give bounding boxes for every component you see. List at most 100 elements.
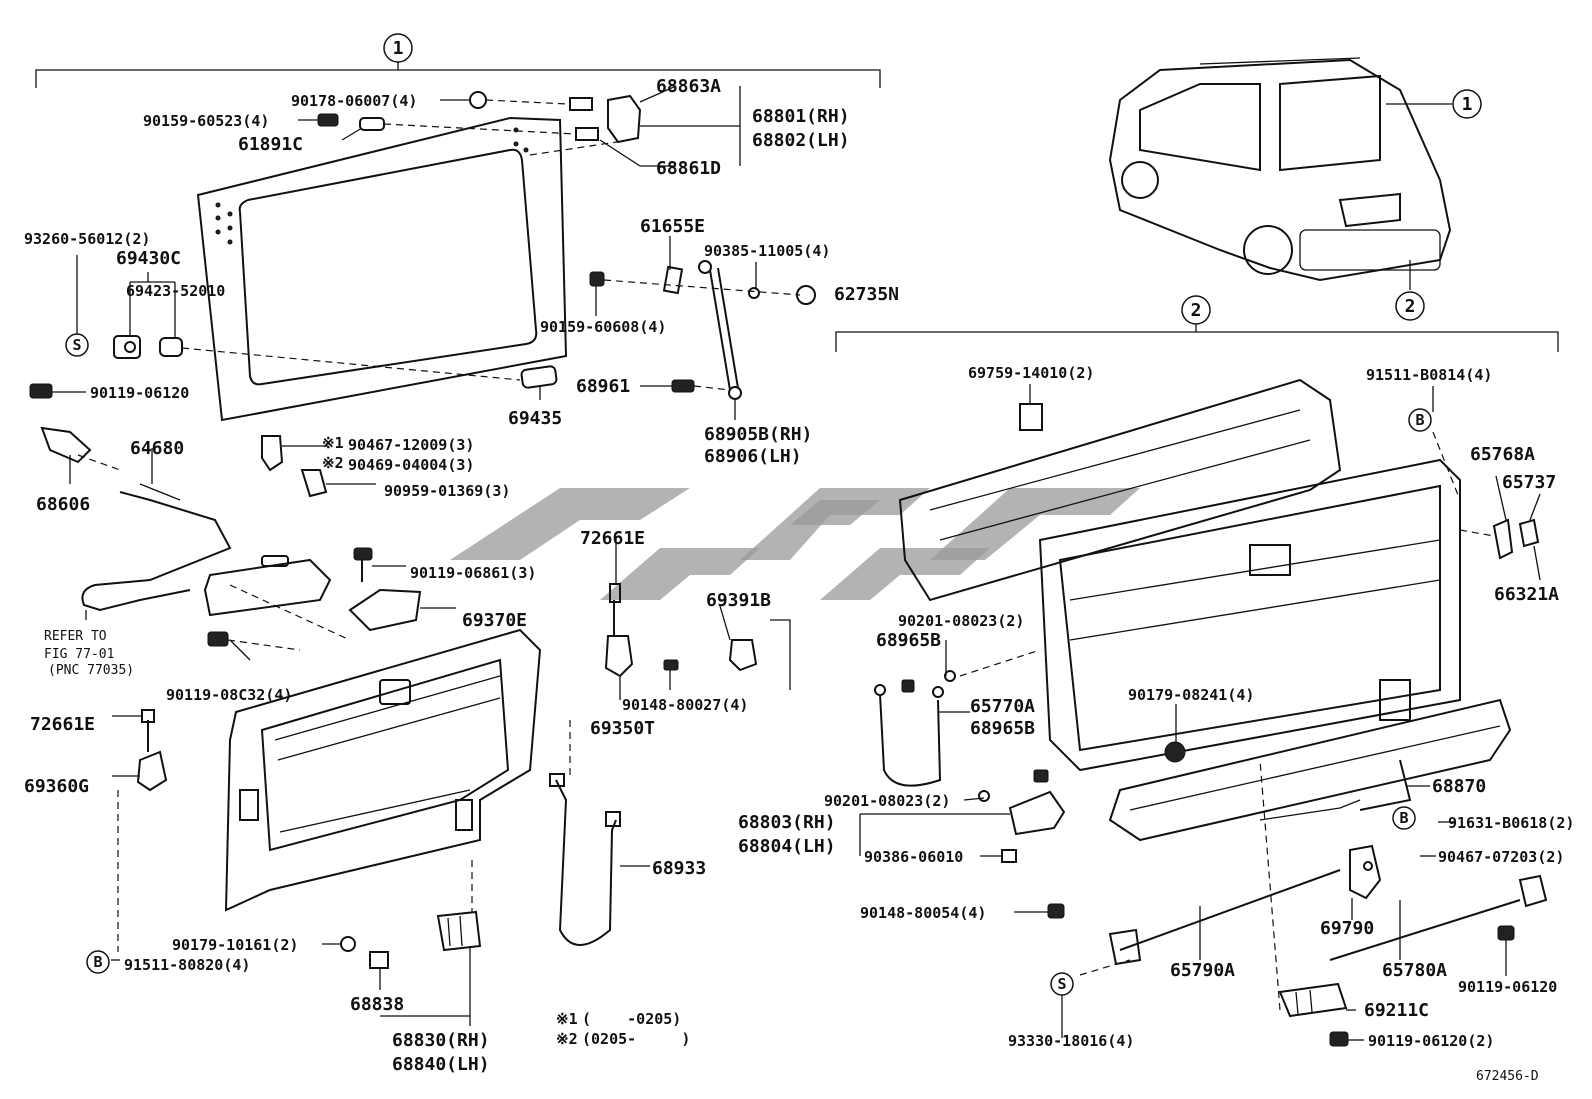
label-90148-80054: 90148-80054(4) bbox=[860, 904, 986, 922]
label-68838: 68838 bbox=[350, 994, 404, 1015]
label-90119-06120b: 90119-06120 bbox=[1458, 978, 1557, 996]
label-69391b: 69391B bbox=[706, 590, 771, 611]
label-90159b: 90159-60608(4) bbox=[540, 318, 666, 336]
label-90179-08241: 90179-08241(4) bbox=[1128, 686, 1254, 704]
bolt-90119-08c32 bbox=[207, 631, 301, 651]
label-90201-a: 90201-08023(2) bbox=[898, 612, 1024, 630]
callout-2-car: 2 bbox=[1395, 291, 1425, 321]
label-69350t: 69350T bbox=[590, 718, 655, 739]
label-61891c: 61891C bbox=[238, 134, 303, 155]
svg-text:S: S bbox=[1057, 975, 1066, 993]
callout-1-car: 1 bbox=[1452, 89, 1482, 119]
label-68933: 68933 bbox=[652, 858, 706, 879]
label-refer-2: FIG 77-01 bbox=[44, 647, 114, 662]
label-90467: 90467-12009(3) bbox=[348, 436, 474, 454]
svg-text:1: 1 bbox=[1462, 94, 1473, 115]
cable-64680 bbox=[81, 483, 332, 617]
hinge-68801 bbox=[569, 94, 642, 144]
rod-65780a bbox=[1329, 874, 1548, 961]
label-68905b: 68905B(RH) bbox=[704, 424, 812, 445]
vehicle-illustration bbox=[1108, 57, 1452, 282]
tailgate-panel bbox=[898, 378, 1512, 842]
label-69430c: 69430C bbox=[116, 248, 181, 269]
label-93330: 93330-18016(4) bbox=[1008, 1032, 1134, 1050]
lock-69350t bbox=[604, 583, 679, 678]
label-68606: 68606 bbox=[36, 494, 90, 515]
bolt-90159a bbox=[317, 113, 577, 135]
label-90119-08c32: 90119-08C32(4) bbox=[166, 686, 292, 704]
label-68863a: 68863A bbox=[656, 76, 721, 97]
callout-2-mid: 2 bbox=[1181, 295, 1211, 325]
label-90201-b: 90201-08023(2) bbox=[824, 792, 950, 810]
watermark-logo bbox=[450, 488, 1140, 600]
label-mark2-top: ※2 bbox=[322, 454, 344, 472]
label-90159a: 90159-60523(4) bbox=[143, 112, 269, 130]
hinge-68830 bbox=[340, 860, 482, 969]
label-note2: (0205- ) bbox=[582, 1030, 690, 1048]
label-65737: 65737 bbox=[1502, 472, 1556, 493]
label-69790: 69790 bbox=[1320, 918, 1374, 939]
label-69360g: 69360G bbox=[24, 776, 89, 797]
label-90119-06861: 90119-06861(3) bbox=[410, 564, 536, 582]
label-note2-mark: ※2 bbox=[556, 1030, 578, 1048]
svg-text:1: 1 bbox=[393, 38, 404, 59]
label-90148-80027: 90148-80027(4) bbox=[622, 696, 748, 714]
label-65768a: 65768A bbox=[1470, 444, 1535, 465]
label-68861d: 68861D bbox=[656, 158, 721, 179]
rod-65790a bbox=[1108, 869, 1341, 966]
latch-68606 bbox=[29, 383, 121, 471]
clip-90959 bbox=[300, 469, 328, 498]
label-68965b-a: 68965B bbox=[876, 630, 941, 651]
callout-s-left: S bbox=[65, 333, 89, 357]
svg-text:2: 2 bbox=[1191, 300, 1202, 321]
label-65790a: 65790A bbox=[1170, 960, 1235, 981]
label-refer-1: REFER TO bbox=[44, 629, 107, 644]
label-68801: 68801(RH) bbox=[752, 106, 850, 127]
stay-damper bbox=[589, 260, 816, 400]
label-90467-07203: 90467-07203(2) bbox=[1438, 848, 1564, 866]
label-69435: 69435 bbox=[508, 408, 562, 429]
label-61655e: 61655E bbox=[640, 216, 705, 237]
label-68830: 68830(RH) bbox=[392, 1030, 490, 1051]
callout-s-bottom: S bbox=[1050, 972, 1074, 996]
label-93260: 93260-56012(2) bbox=[24, 230, 150, 248]
back-door-frame bbox=[224, 584, 542, 912]
callout-b-right-mid: B bbox=[1392, 806, 1416, 830]
hinge-68803 bbox=[978, 769, 1066, 919]
label-65780a: 65780A bbox=[1382, 960, 1447, 981]
svg-text:B: B bbox=[1415, 411, 1424, 429]
label-91511-80820: 91511-80820(4) bbox=[124, 956, 250, 974]
lock-69790 bbox=[1349, 844, 1382, 900]
svg-text:2: 2 bbox=[1405, 296, 1416, 317]
label-90119-06120c: 90119-06120(2) bbox=[1368, 1032, 1494, 1050]
label-66321a: 66321A bbox=[1494, 584, 1559, 605]
ground-strap-65770a bbox=[874, 649, 1041, 787]
label-62735n: 62735N bbox=[834, 284, 899, 305]
label-90178: 90178-06007(4) bbox=[291, 92, 417, 110]
label-90179-10161: 90179-10161(2) bbox=[172, 936, 298, 954]
label-69423: 69423-52010 bbox=[126, 282, 225, 300]
bolt-90119-06861 bbox=[353, 547, 373, 582]
rod-68870 bbox=[1259, 759, 1412, 821]
callout-b-right-top: B bbox=[1408, 408, 1432, 432]
label-68906: 68906(LH) bbox=[704, 446, 802, 467]
label-note1: ( -0205) bbox=[582, 1010, 681, 1028]
bracket-69370e bbox=[348, 588, 422, 632]
figure-id: 672456-D bbox=[1476, 1069, 1539, 1084]
bracket-69391b bbox=[728, 619, 791, 690]
callout-b-left: B bbox=[86, 950, 110, 974]
latch-69211c bbox=[1278, 982, 1349, 1047]
striker-65768a bbox=[1459, 518, 1540, 560]
label-68802: 68802(LH) bbox=[752, 130, 850, 151]
label-refer-3: (PNC 77035) bbox=[48, 663, 134, 678]
label-68840: 68840(LH) bbox=[392, 1054, 490, 1075]
back-glass-panel bbox=[196, 116, 568, 422]
label-90119-06120a: 90119-06120 bbox=[90, 384, 189, 402]
part-labels: 90178-06007(4) 90159-60523(4) 61891C 688… bbox=[24, 76, 1574, 1084]
svg-text:B: B bbox=[93, 953, 102, 971]
section-bracket-2 bbox=[835, 324, 1559, 352]
label-72661e-a: 72661E bbox=[580, 528, 645, 549]
label-90386: 90386-06010 bbox=[864, 848, 963, 866]
label-64680: 64680 bbox=[130, 438, 184, 459]
